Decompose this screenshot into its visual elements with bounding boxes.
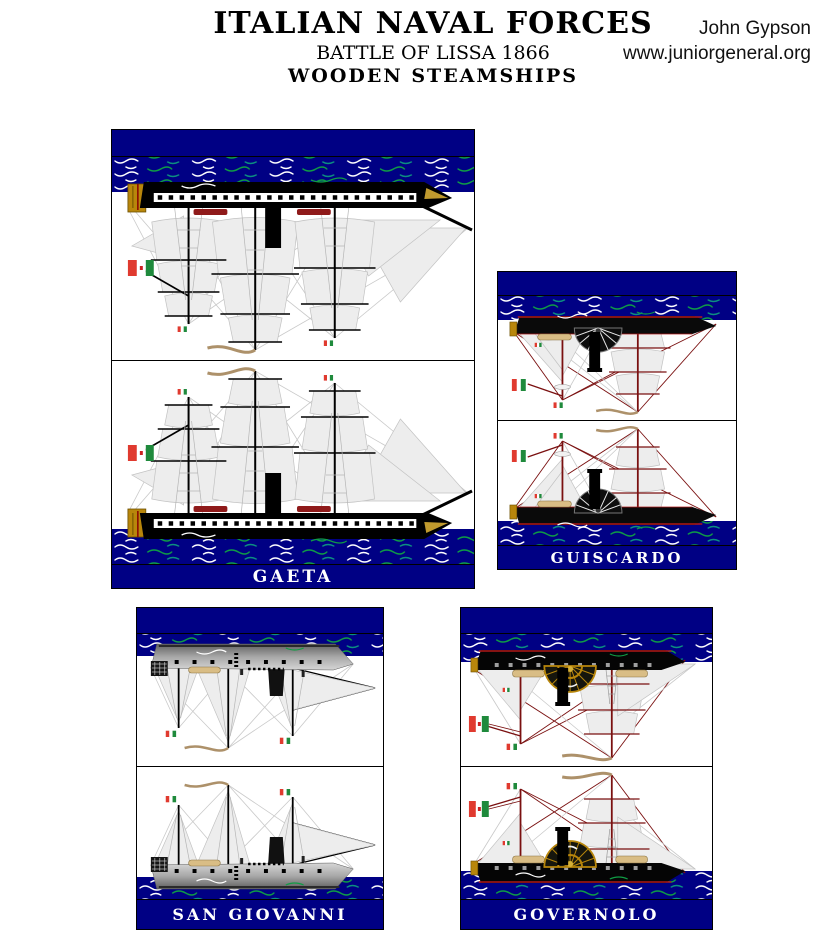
ship-name-bar: GOVERNOLO bbox=[461, 899, 712, 929]
fold-line bbox=[112, 360, 474, 361]
panel-governolo: GOVERNOLO bbox=[460, 607, 713, 930]
ship-name-bar: GAETA bbox=[112, 564, 474, 588]
governolo-ship-inverted bbox=[461, 634, 712, 766]
san-giovanni-ship-inverted bbox=[137, 634, 383, 766]
base-fold-tab bbox=[498, 272, 736, 296]
panel-guiscardo: GUISCARDO bbox=[497, 271, 737, 570]
ship-name-bar: SAN GIOVANNI bbox=[137, 899, 383, 929]
page-title: ITALIAN NAVAL FORCES bbox=[213, 6, 653, 41]
fold-line bbox=[137, 766, 383, 767]
subtitle-battle: BATTLE OF LISSA 1866 bbox=[316, 42, 550, 64]
credit-block: John Gypson www.juniorgeneral.org bbox=[623, 16, 811, 66]
credit-website: www.juniorgeneral.org bbox=[623, 43, 811, 64]
governolo-ship-upright bbox=[461, 767, 712, 899]
panel-gaeta: GAETA bbox=[111, 129, 475, 589]
gaeta-ship-inverted bbox=[112, 157, 474, 360]
credit-author: John Gypson bbox=[699, 18, 811, 39]
ship-name: GOVERNOLO bbox=[513, 905, 660, 924]
fold-line bbox=[498, 420, 736, 421]
panel-san-giovanni: SAN GIOVANNI bbox=[136, 607, 384, 930]
guiscardo-ship-upright bbox=[498, 421, 736, 545]
base-fold-tab bbox=[461, 608, 712, 634]
ship-name: GAETA bbox=[252, 566, 334, 587]
sheet-header: ITALIAN NAVAL FORCES BATTLE OF LISSA 186… bbox=[48, 6, 816, 87]
base-fold-tab bbox=[112, 130, 474, 157]
subtitle-category: WOODEN STEAMSHIPS bbox=[287, 65, 579, 87]
ship-name: SAN GIOVANNI bbox=[172, 905, 348, 924]
ship-name-bar: GUISCARDO bbox=[498, 545, 736, 569]
ship-name: GUISCARDO bbox=[550, 548, 684, 567]
guiscardo-ship-inverted bbox=[498, 296, 736, 420]
fold-line bbox=[461, 766, 712, 767]
base-fold-tab bbox=[137, 608, 383, 634]
gaeta-ship-upright bbox=[112, 361, 474, 564]
san-giovanni-ship-upright bbox=[137, 767, 383, 899]
